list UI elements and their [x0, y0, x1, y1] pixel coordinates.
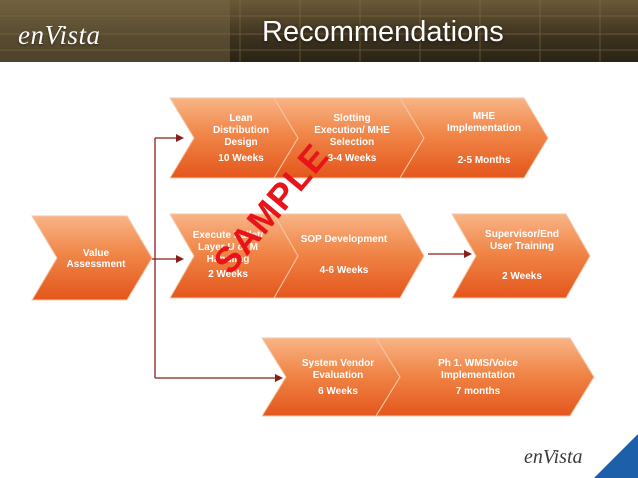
svg-text:Assessment: Assessment — [67, 259, 127, 270]
header-banner: enVista Recommendations — [0, 0, 638, 62]
vendor-label-1: System Vendor — [302, 358, 374, 369]
vendor-label-2: Evaluation — [313, 370, 364, 381]
execute-label-1: Execute Pallet/ — [193, 230, 264, 241]
lean-label-3: Design — [224, 137, 257, 148]
chevron-lean-distribution: Lean Distribution Design 10 Weeks — [169, 97, 299, 179]
envista-logo: enVista — [18, 20, 101, 50]
slotting-label-1: Slotting — [333, 113, 370, 124]
slotting-label-3: Selection — [330, 137, 374, 148]
wms-label-2: Implementation — [441, 370, 515, 381]
chevron-value-assessment: Value Assessment — [31, 215, 153, 301]
execute-duration: 2 Weeks — [208, 269, 248, 280]
slotting-duration: 3-4 Weeks — [328, 153, 377, 164]
chevron-system-vendor: System Vendor Evaluation 6 Weeks — [261, 337, 401, 417]
wms-duration: 7 months — [456, 386, 501, 397]
envista-footer-logo: enVista — [524, 446, 583, 468]
vendor-duration: 6 Weeks — [318, 386, 358, 397]
execute-label-2: Layer U of M — [198, 242, 258, 253]
warehouse-background — [0, 0, 638, 62]
chevron-wms-voice: Ph 1. WMS/Voice Implementation 7 months — [375, 337, 595, 417]
sop-duration: 4-6 Weeks — [320, 265, 369, 276]
value-assessment-label: Value — [83, 248, 110, 259]
supervisor-label-1: Supervisor/End — [485, 229, 559, 240]
mhe-duration: 2-5 Months — [458, 155, 511, 166]
mhe-label-2: Implementation — [447, 123, 521, 134]
execute-label-3: Handling — [207, 254, 250, 265]
lean-label-1: Lean — [229, 113, 252, 124]
chevron-supervisor-training: Supervisor/End User Training 2 Weeks — [451, 213, 591, 299]
slotting-label-2: Execution/ MHE — [314, 125, 390, 136]
supervisor-label-2: User Training — [490, 241, 554, 252]
mhe-label-1: MHE — [473, 111, 496, 122]
page-title: Recommendations — [262, 16, 504, 48]
value-assessment-label-2: Assessment — [67, 259, 127, 270]
corner-accent — [594, 434, 638, 478]
lean-duration: 10 Weeks — [218, 153, 264, 164]
chevron-sop-development: SOP Development 4-6 Weeks — [273, 213, 425, 299]
supervisor-duration: 2 Weeks — [502, 271, 542, 282]
sop-label: SOP Development — [301, 234, 388, 245]
wms-label-1: Ph 1. WMS/Voice — [438, 358, 518, 369]
chevron-mhe: MHE Implementation 2-5 Months — [399, 97, 549, 179]
connector-lines — [150, 134, 472, 382]
lean-label-2: Distribution — [213, 125, 269, 136]
